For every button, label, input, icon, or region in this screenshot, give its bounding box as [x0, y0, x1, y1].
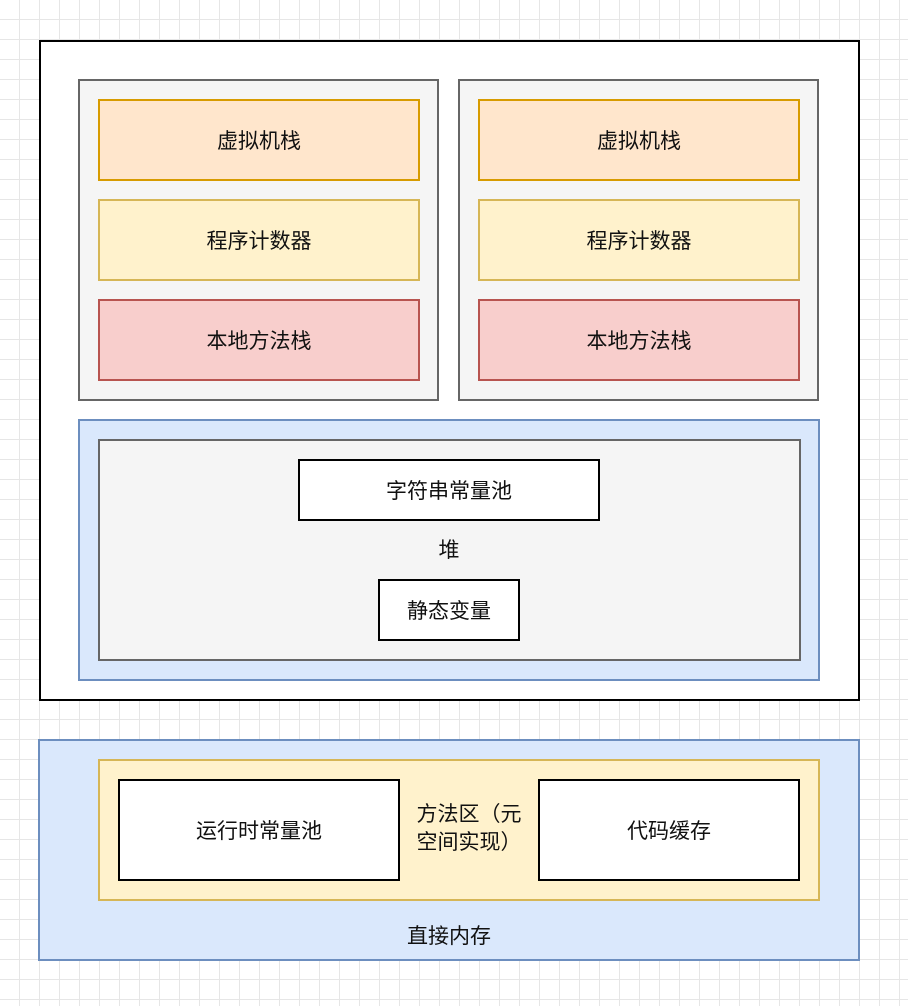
vm-stack-right: 虚拟机栈 — [478, 99, 800, 181]
method-area-label-line1: 方法区（元 — [416, 802, 522, 826]
string-constant-pool-label: 字符串常量池 — [386, 479, 512, 503]
native-method-stack-right-label: 本地方法栈 — [586, 329, 692, 353]
vm-stack-right-label: 虚拟机栈 — [597, 129, 681, 153]
program-counter-left-label: 程序计数器 — [206, 229, 312, 253]
vm-stack-left: 虚拟机栈 — [98, 99, 420, 181]
program-counter-right: 程序计数器 — [478, 199, 800, 281]
direct-memory-label: 直接内存 — [407, 924, 491, 948]
string-constant-pool: 字符串常量池 — [298, 459, 600, 521]
native-method-stack-right: 本地方法栈 — [478, 299, 800, 381]
method-area-label: 方法区（元 空间实现） — [400, 800, 538, 856]
native-method-stack-left: 本地方法栈 — [98, 299, 420, 381]
native-method-stack-left-label: 本地方法栈 — [206, 329, 312, 353]
method-area-label-line2: 空间实现） — [416, 830, 522, 854]
runtime-constant-pool-label: 运行时常量池 — [196, 819, 322, 843]
vm-stack-left-label: 虚拟机栈 — [217, 129, 301, 153]
program-counter-left: 程序计数器 — [98, 199, 420, 281]
runtime-constant-pool: 运行时常量池 — [118, 779, 400, 881]
static-variables: 静态变量 — [378, 579, 520, 641]
code-cache: 代码缓存 — [538, 779, 800, 881]
heap-label: 堆 — [438, 538, 460, 562]
program-counter-right-label: 程序计数器 — [586, 229, 692, 253]
code-cache-label: 代码缓存 — [627, 819, 711, 843]
static-variables-label: 静态变量 — [407, 599, 491, 623]
